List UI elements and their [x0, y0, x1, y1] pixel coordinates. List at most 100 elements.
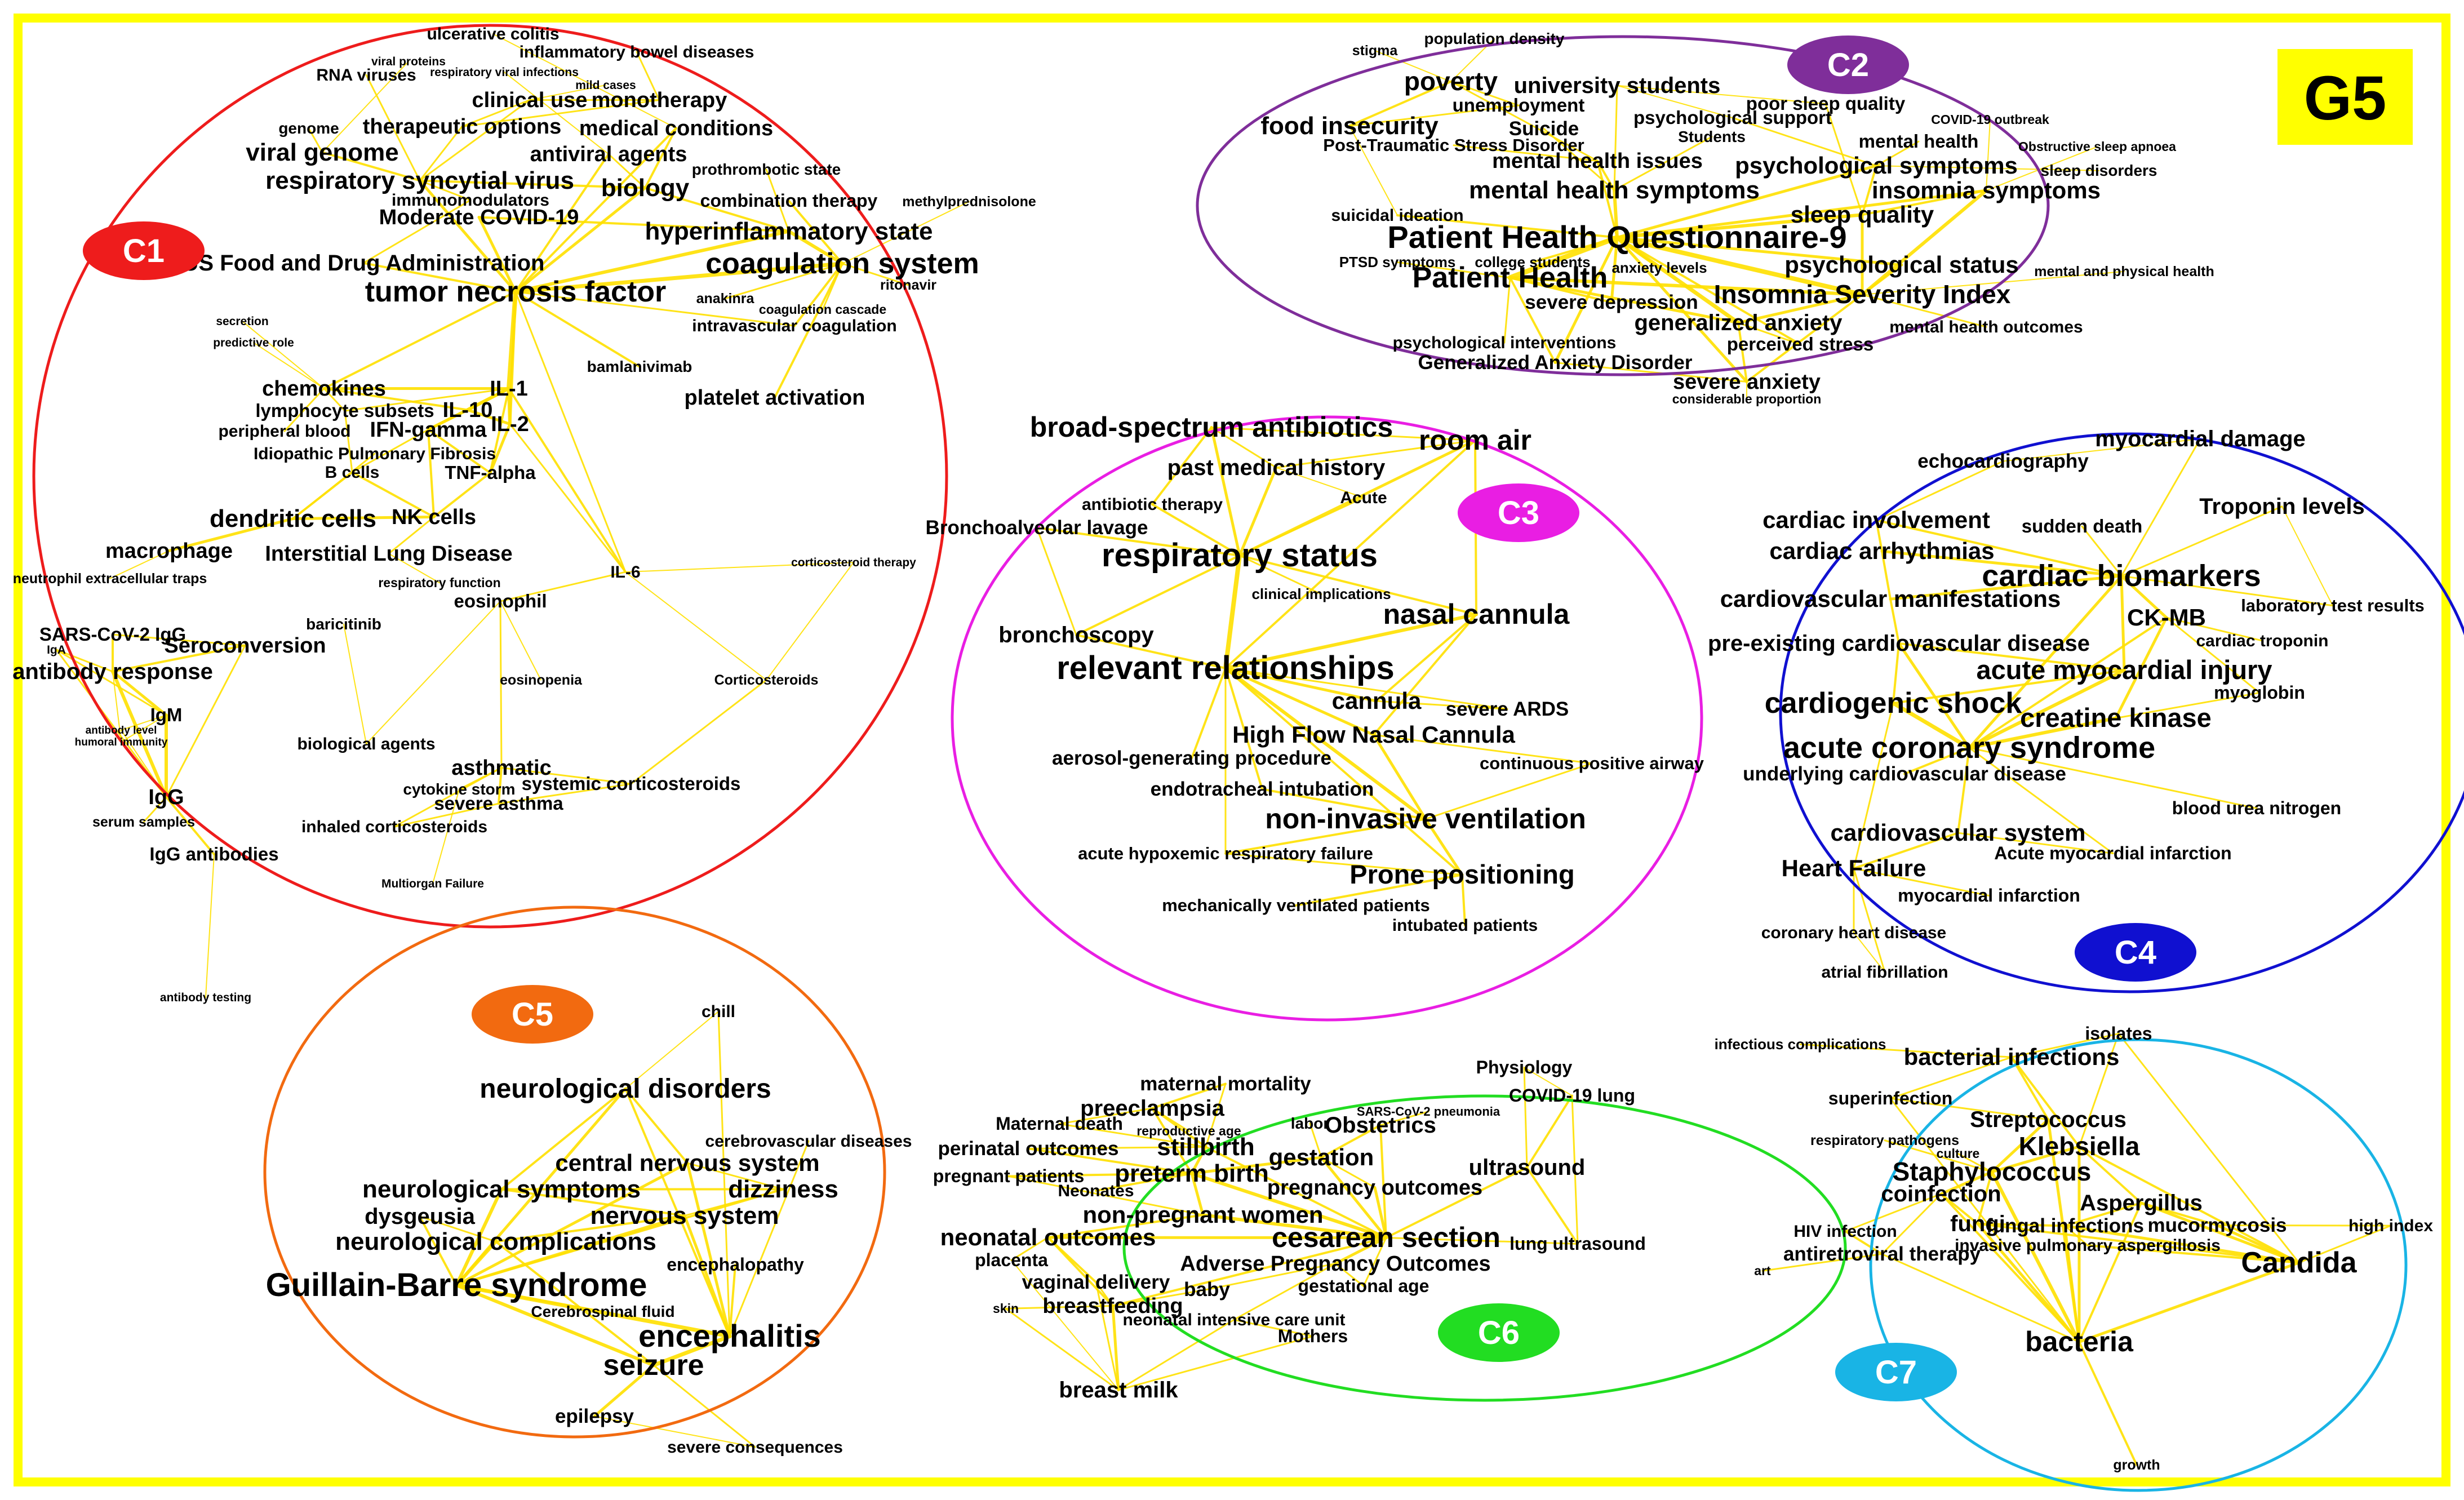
edge-us-food-and-drug-administration--immunomodulators — [362, 199, 472, 264]
edge-guillain-barre-syndrome--dizziness — [455, 1188, 784, 1286]
edge-igm--antibody-level — [121, 715, 167, 731]
edge-ultrasound--lung-ultrasound — [1526, 1166, 1579, 1245]
node-label-encephalopathy: encephalopathy — [667, 1254, 804, 1275]
node-label-high-index: high index — [2348, 1217, 2433, 1235]
edge-bacteria--antiretroviral-therapy — [1881, 1253, 2080, 1343]
edge-coagulation-system--combination-therapy — [788, 199, 843, 265]
outer-frame — [14, 14, 2450, 1486]
edge-coagulation-system--intravascular-coagulation — [793, 262, 843, 327]
edge-ultrasound--physiology — [1523, 1066, 1528, 1169]
node-label-continuous-positive-airway: continuous positive airway — [1480, 753, 1704, 773]
edge-prone-positioning--acute-hypoxemic-respiratory-failure — [1224, 853, 1463, 876]
edge-asthmatic--inhaled-corticosteroids — [393, 766, 503, 828]
edge-university-students--psychological-support — [1617, 85, 1733, 119]
edge-lymphocyte-subsets--b-cells — [344, 410, 353, 473]
edge-neurological-disorders--neurological-symptoms — [500, 1088, 627, 1191]
cluster-badge-label-c5: C5 — [512, 996, 553, 1033]
node-label-platelet-activation: platelet activation — [685, 386, 865, 410]
edge-respiratory-status--past-medical-history — [1238, 466, 1278, 557]
edge-tumor-necrosis-factor--biology — [514, 186, 647, 294]
node-label-biology: biology — [601, 174, 690, 202]
edge-broad-spectrum-antibiotics--antibiotic-therapy — [1151, 426, 1213, 506]
edge-cannula--severe-ards — [1375, 700, 1508, 710]
edge-broad-spectrum-antibiotics--past-medical-history — [1210, 427, 1277, 469]
edge-candida--fungi — [1977, 1222, 2300, 1264]
edge-relevant-relationships--endotracheal-intubation — [1224, 667, 1263, 791]
node-label-respiratory-pathogens: respiratory pathogens — [1810, 1133, 1959, 1148]
node-label-viral-genome: viral genome — [246, 139, 398, 166]
edge-encephalitis--neurological-disorders — [624, 1088, 731, 1338]
edge-candida--klebsiella — [2078, 1145, 2300, 1264]
edge-acute-coronary-syndrome--acute-myocardial-infarction — [1968, 747, 2114, 854]
node-label-iga: IgA — [47, 644, 66, 656]
edge-prone-positioning--intubated-patients — [1461, 873, 1466, 927]
edge-il-1--il-6 — [508, 387, 627, 574]
node-label-mild-cases: mild cases — [575, 79, 636, 92]
node-label-peripheral-blood: peripheral blood — [218, 422, 350, 441]
edge-nervous-system--neurological-complications — [495, 1214, 686, 1243]
edge-tumor-necrosis-factor--us-food-and-drug-administration — [362, 261, 517, 293]
node-label-tnf-alpha: TNF-alpha — [445, 462, 536, 483]
node-label-acute: Acute — [1340, 489, 1387, 507]
edge-guillain-barre-syndrome--seizure — [455, 1283, 655, 1367]
node-label-pre-existing-cardiovascular-disease: pre-existing cardiovascular disease — [1708, 631, 2090, 656]
node-label-il-2: IL-2 — [491, 412, 529, 436]
node-label-nervous-system: nervous system — [590, 1202, 779, 1230]
node-label-poor-sleep-quality: poor sleep quality — [1746, 93, 1906, 114]
edge-mental-health-issues--poverty — [1450, 81, 1599, 162]
edge-heart-failure--myocardial-infarction — [1853, 867, 1990, 897]
edge-patient-health--generalized-anxiety-disorder — [1509, 276, 1556, 364]
node-label-neutrophil-extracellular-traps: neutrophil extracellular traps — [13, 571, 207, 587]
node-label-antibiotic-therapy: antibiotic therapy — [1082, 495, 1223, 514]
node-label-eosinopenia: eosinopenia — [500, 672, 583, 688]
cluster-ring-c7 — [1869, 1038, 2408, 1492]
edge-tumor-necrosis-factor--coagulation-system — [513, 261, 845, 294]
node-label-asthmatic: asthmatic — [451, 756, 551, 780]
node-label-intubated-patients: intubated patients — [1392, 916, 1538, 935]
edge-ck-mb--myoglobin — [2165, 616, 2261, 694]
edge-breast-milk--skin — [1005, 1307, 1120, 1391]
edge-acute-myocardial-injury--pre-existing-cardiovascular-disease — [1898, 642, 2125, 672]
edge-poverty--stigma — [1374, 50, 1451, 82]
node-label-maternal-death: Maternal death — [996, 1113, 1123, 1134]
edge-cesarean-section--non-pregnant-women — [1201, 1213, 1388, 1240]
node-label-psychological-support: psychological support — [1633, 107, 1832, 128]
edge-insomnia-severity-index--severe-anxiety — [1746, 293, 1863, 383]
node-label-non-pregnant-women: non-pregnant women — [1083, 1201, 1324, 1228]
node-label-maternal-mortality: maternal mortality — [1140, 1073, 1311, 1095]
node-label-candida: Candida — [2241, 1246, 2357, 1279]
node-label-coronary-heart-disease: coronary heart disease — [1761, 924, 1947, 942]
node-label-multiorgan-failure: Multiorgan Failure — [381, 877, 484, 890]
edge-respiratory-status--bronchoscopy — [1075, 554, 1241, 636]
edge-coinfection--hiv-infection — [1844, 1193, 1942, 1232]
edge-insomnia-severity-index--mental-health-outcomes — [1861, 294, 1987, 328]
node-label-obstructive-sleep-apnoea: Obstructive sleep apnoea — [2018, 139, 2176, 154]
node-label-creatine-kinase: creatine kinase — [2020, 703, 2212, 733]
node-label-preterm-birth: preterm birth — [1115, 1160, 1269, 1187]
edge-preterm-birth--gestation — [1190, 1156, 1323, 1175]
node-label-infectious-complications: infectious complications — [1715, 1036, 1886, 1053]
edge-il-10--chemokines — [323, 387, 469, 411]
node-label-cardiac-involvement: cardiac involvement — [1762, 507, 1990, 533]
graph-label: G5 — [2304, 64, 2387, 133]
node-label-intravascular-coagulation: intravascular coagulation — [692, 317, 896, 335]
edge-guillain-barre-syndrome--central-nervous-system — [455, 1161, 689, 1287]
edge-antibody-response--igg — [111, 669, 168, 799]
edge-psychological-symptoms--mental-health — [1875, 140, 1920, 167]
edge-asthmatic--severe-asthma — [498, 766, 503, 805]
node-label-corticosteroids: Corticosteroids — [714, 672, 819, 688]
node-label-il-6: IL-6 — [610, 563, 640, 582]
node-label-mental-health-issues: mental health issues — [1492, 149, 1703, 173]
node-label-dysgeusia: dysgeusia — [365, 1204, 475, 1229]
edge-cesarean-section--stillbirth — [1205, 1146, 1387, 1239]
node-label-generalized-anxiety-disorder: Generalized Anxiety Disorder — [1418, 352, 1693, 374]
edge-nasal-cannula--high-flow-nasal-cannula — [1373, 613, 1477, 736]
edge-preterm-birth--non-pregnant-women — [1190, 1171, 1205, 1217]
edge-fungal-infections--invasive-pulmonary-aspergillosis — [2064, 1224, 2089, 1246]
node-label-severe-anxiety: severe anxiety — [1673, 370, 1821, 394]
edge-seizure--epilepsy — [593, 1364, 655, 1418]
node-label-skin: skin — [993, 1301, 1019, 1316]
edge-layer — [55, 33, 2392, 1466]
edge-acute-coronary-syndrome--cardiovascular-system — [1957, 747, 1970, 835]
node-label-mental-health: mental health — [1859, 131, 1979, 152]
